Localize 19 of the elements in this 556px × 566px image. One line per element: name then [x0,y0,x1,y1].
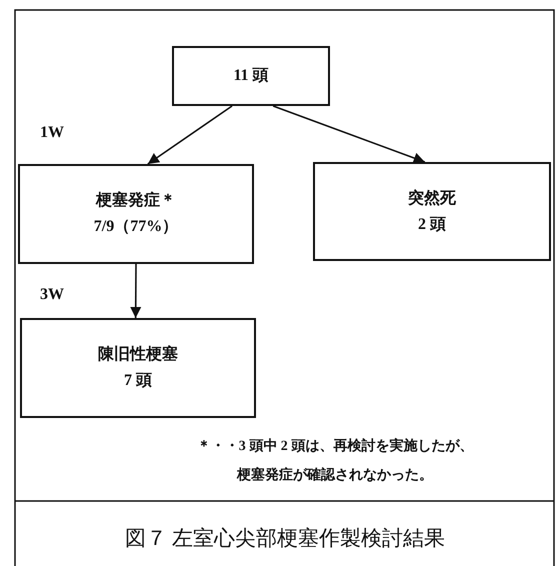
week-label: 1W [40,124,64,142]
arrow [130,264,142,318]
arrow [147,105,232,165]
footnote-text: 梗塞発症が確認されなかった。 [237,466,433,484]
node-text: 2 頭 [418,214,446,234]
process-box [20,318,256,418]
process-box [172,46,330,106]
arrow [272,105,426,164]
node-text: 7 頭 [124,371,152,391]
node-text: 陳旧性梗塞 [98,344,178,366]
week-label: 3W [40,286,64,304]
node-text: 7/9（77%） [94,217,178,237]
node-text: 11 頭 [233,66,269,86]
process-box [18,164,254,264]
node-text: 突然死 [408,188,456,209]
figure-caption: 図７ 左室心尖部梗塞作製検討結果 [124,525,446,552]
footnote-text: ＊・・3 頭中 2 頭は、再検討を実施したが、 [196,437,474,455]
process-box [313,162,551,261]
node-text: 梗塞発症＊ [96,190,176,212]
